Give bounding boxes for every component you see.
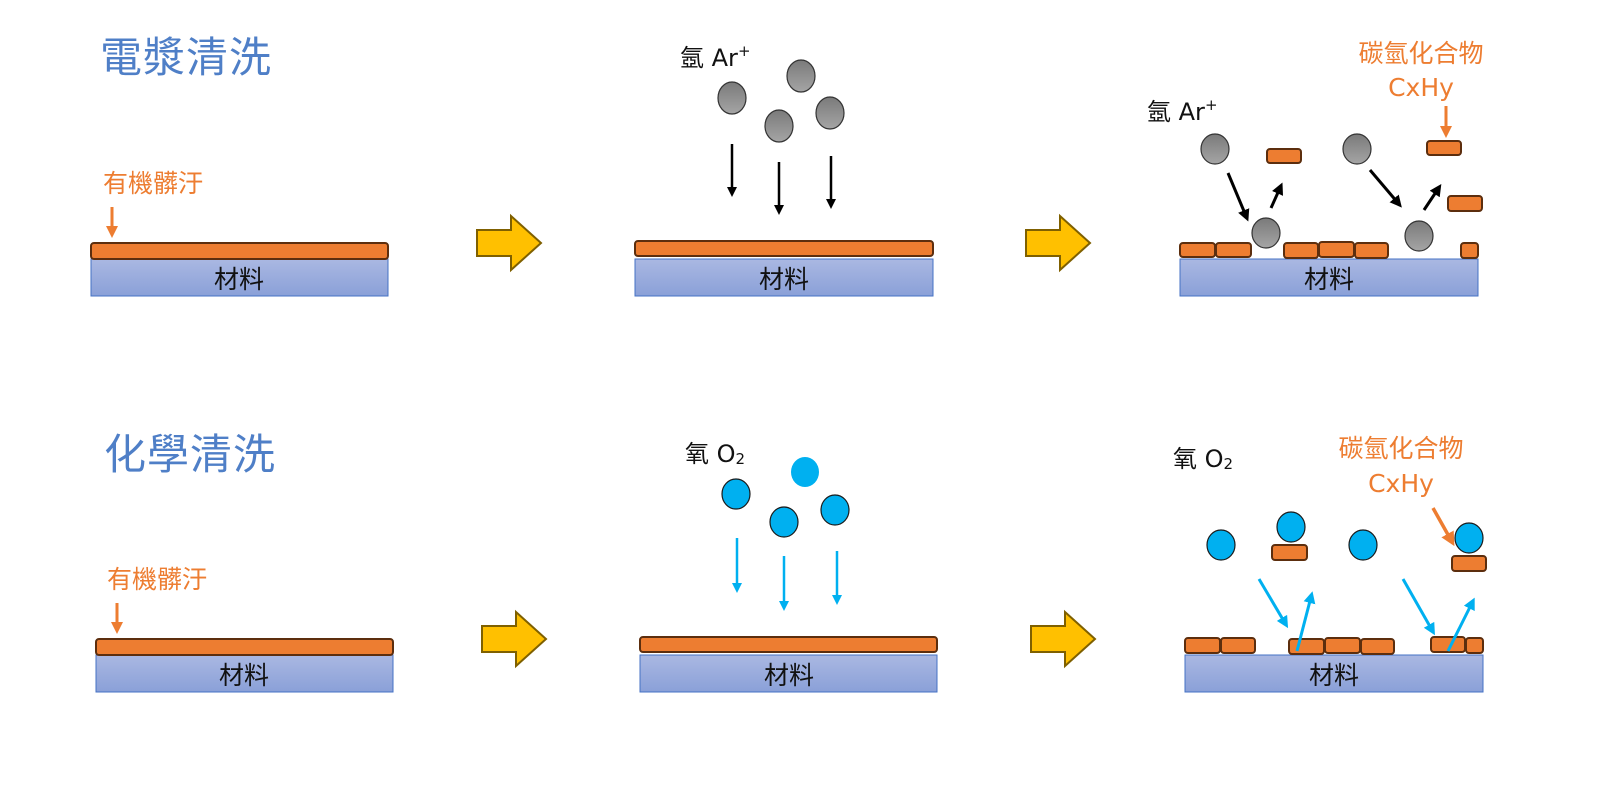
material-block [95, 654, 394, 693]
argon-ion-icon [815, 96, 845, 130]
gas-label-formula: O [717, 440, 736, 468]
oxygen-molecule-icon [721, 478, 751, 510]
ejection-arrow-icon [1422, 184, 1442, 211]
panel-during: 氬 Ar+ 材料 [634, 42, 934, 297]
material-label: 材料 [1309, 661, 1359, 690]
contaminant-fragment [1460, 242, 1479, 259]
material-label: 材料 [764, 661, 814, 690]
ejected-hydrocarbon [1266, 148, 1302, 164]
material-label: 材料 [759, 265, 809, 294]
panel-after: 氬 Ar+ 碳氫化合物 CxHy 材料 [1147, 39, 1484, 297]
material-label: 材料 [1304, 265, 1354, 294]
gas-label-char: 氬 [680, 44, 704, 72]
ejection-arrow-icon [1269, 182, 1284, 209]
contaminant-layer [90, 242, 389, 260]
gas-label: 氧 O2 [685, 440, 745, 468]
oxygen-molecule-icon [769, 506, 799, 538]
material-block [1179, 258, 1479, 297]
ejected-hydrocarbon [1426, 140, 1462, 156]
process-arrow-icon [481, 609, 548, 669]
argon-ion-icon [1342, 133, 1372, 165]
oxygen-molecule-icon [1206, 529, 1236, 561]
contaminant-label: 有機髒汙 [107, 565, 207, 594]
contaminant-layer [95, 638, 394, 656]
impact-arrow-icon [1257, 578, 1289, 629]
row-title: 電漿清洗 [100, 33, 272, 82]
gas-label-formula: Ar [712, 44, 738, 72]
contaminant-fragment [1360, 638, 1395, 655]
residual-contaminant-fragments [1184, 544, 1487, 655]
gas-label-char: 氬 [1147, 98, 1171, 126]
material-block [90, 258, 389, 297]
gas-label-char: 氧 [1173, 445, 1197, 473]
product-label: 碳氫化合物 [1338, 434, 1463, 463]
contaminant-fragment [1324, 637, 1361, 654]
gas-label-char: 氧 [685, 440, 709, 468]
oxygen-molecule-icon [791, 457, 819, 487]
gas-label-charge: + [1205, 96, 1218, 114]
panel-during: 氧 O2 材料 [639, 440, 938, 693]
gas-label-subscript: 2 [1224, 455, 1234, 473]
contaminant-label: 有機髒汙 [103, 169, 203, 198]
panel-after: 氧 O2 碳氫化合物 CxHy 材料 [1173, 434, 1487, 693]
oxidized-hydrocarbon [1451, 555, 1487, 572]
contaminant-fragment [1465, 637, 1484, 654]
row-title: 化學清洗 [104, 430, 276, 479]
oxygen-molecule-icon [820, 494, 850, 526]
contaminant-fragment [1288, 638, 1325, 655]
contaminant-fragment [1354, 242, 1389, 259]
impact-arrow-icon [1401, 578, 1435, 636]
ejected-hydrocarbon [1447, 195, 1483, 212]
argon-ion-icon [1251, 217, 1281, 249]
material-label: 材料 [219, 661, 269, 690]
contaminant-layer [634, 240, 934, 257]
panel-before: 有機髒汙 材料 [90, 169, 389, 297]
argon-ion-icon [786, 59, 816, 93]
contaminant-fragment [1184, 637, 1221, 654]
oxygen-molecule-icon [1348, 529, 1378, 561]
contaminant-fragment [1318, 241, 1355, 258]
gas-label-subscript: 2 [736, 450, 746, 468]
residual-contaminant-fragments [1179, 140, 1483, 259]
gas-label: 氬 Ar+ [680, 42, 751, 72]
contaminant-fragment [1220, 637, 1256, 654]
gas-label-charge: + [738, 42, 751, 60]
panel-before: 有機髒汙 材料 [95, 565, 394, 693]
impact-arrow-icon [1368, 169, 1402, 208]
product-formula: CxHy [1368, 469, 1434, 498]
process-arrow-icon [1025, 213, 1092, 273]
product-formula: CxHy [1388, 73, 1454, 102]
gas-label: 氬 Ar+ [1147, 96, 1218, 126]
row-chemical-cleaning: 化學清洗 有機髒汙 材料 氧 O2 材料 氧 O2 [95, 430, 1487, 693]
gas-label-formula: O [1205, 445, 1224, 473]
oxygen-molecule-icon [1276, 511, 1306, 543]
impact-arrow-icon [1226, 172, 1250, 222]
product-pointer-icon [1431, 507, 1455, 547]
argon-ion-icon [764, 109, 794, 143]
gas-label: 氧 O2 [1173, 445, 1233, 473]
material-block [639, 654, 938, 693]
material-label: 材料 [214, 265, 264, 294]
ejection-arrow-icon [1295, 591, 1316, 652]
material-block [1184, 654, 1484, 693]
gas-label-formula: Ar [1179, 98, 1205, 126]
row-plasma-cleaning: 電漿清洗 有機髒汙 材料 氬 Ar+ 材料 氬 Ar+ [90, 33, 1484, 297]
product-label: 碳氫化合物 [1358, 39, 1483, 68]
contaminant-fragment [1283, 242, 1319, 259]
contaminant-fragment [1179, 242, 1216, 258]
oxygen-molecule-icon [1454, 522, 1484, 554]
argon-ion-icon [1404, 220, 1434, 252]
oxidized-hydrocarbon [1271, 544, 1308, 561]
contaminant-layer [639, 636, 938, 653]
argon-ion-icon [1200, 133, 1230, 165]
process-arrow-icon [1030, 609, 1097, 669]
process-arrow-icon [476, 213, 543, 273]
material-block [634, 258, 934, 297]
ejection-arrow-icon [1446, 597, 1475, 652]
argon-ion-icon [717, 81, 747, 115]
contaminant-fragment [1215, 242, 1252, 258]
